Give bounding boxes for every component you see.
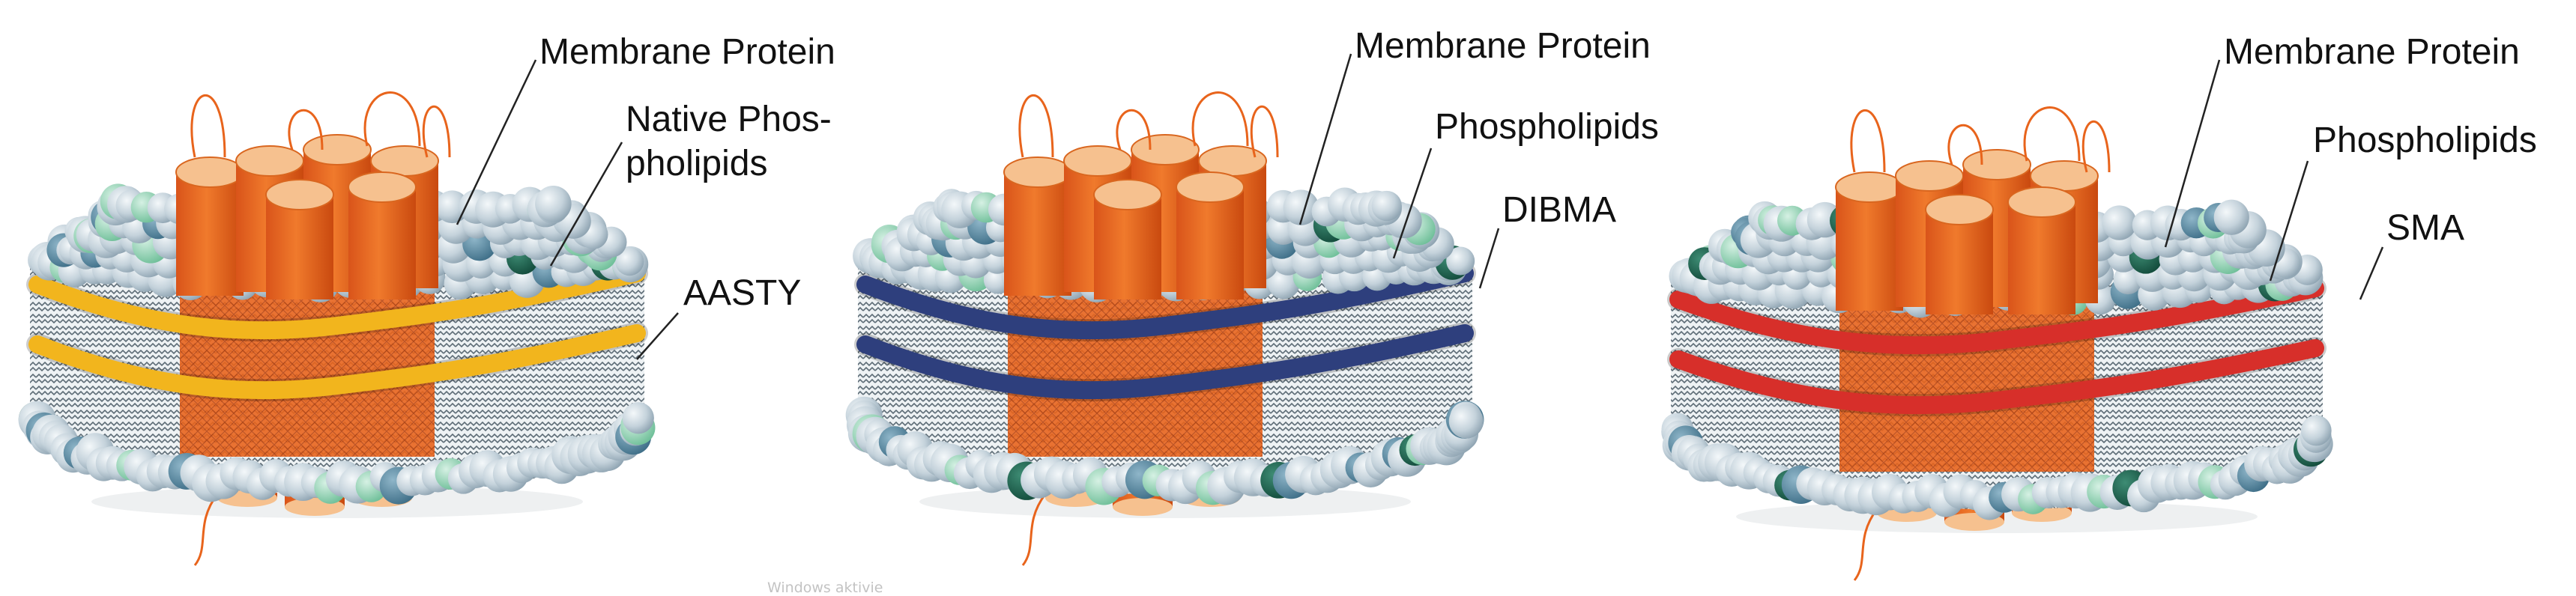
leader-line-2 (2269, 160, 2309, 282)
watermark-text: Windows aktivie (767, 580, 883, 596)
polymer-ribbon-2 (1669, 339, 2324, 415)
leader-line-2 (1392, 148, 1433, 259)
protein-loops (1018, 91, 1279, 158)
membrane-protein-helices (175, 134, 439, 299)
panel-1-label-2: Native Phos- (626, 100, 832, 139)
protein-loop-bottom (1021, 493, 1047, 566)
membrane-protein-helices (1003, 134, 1267, 299)
polymer-ribbon-1 (856, 264, 1474, 340)
panel-2-label-2: Phospholipids (1435, 107, 1659, 147)
leader-line-2 (549, 142, 623, 267)
leader-line-1 (2164, 59, 2221, 248)
leader-line-3 (636, 312, 679, 360)
polymer-ribbon-2 (28, 324, 646, 400)
panel-3-label-3: SMA (2386, 208, 2464, 248)
panel-2-label-3: DIBMA (1502, 190, 1616, 230)
panel-3-label-1: Membrane Protein (2224, 32, 2520, 72)
protein-loops (190, 91, 451, 158)
panel-1-label-1: Membrane Protein (539, 32, 835, 72)
polymer-ribbon-1 (1669, 279, 2324, 355)
leader-line-3 (1478, 228, 1500, 289)
leader-line-3 (2359, 246, 2384, 300)
panel-1-label-3: pholipids (626, 144, 767, 183)
lipid-heads-lower (1661, 413, 2333, 520)
panel-1-label-4: AASTY (683, 273, 801, 313)
leader-line-1 (456, 59, 537, 225)
polymer-ribbon-1 (28, 264, 646, 340)
lipid-heads-lower (18, 401, 656, 505)
protein-loop-bottom (1853, 508, 1878, 581)
protein-loops (1850, 106, 2111, 173)
panel-2-label-1: Membrane Protein (1355, 26, 1651, 66)
protein-loop-bottom (193, 493, 219, 566)
panel-3-label-2: Phospholipids (2313, 121, 2537, 160)
polymer-ribbon-2 (856, 324, 1474, 400)
lipid-heads-lower (845, 396, 1484, 505)
leader-line-1 (1298, 53, 1352, 225)
membrane-protein-helices (1835, 149, 2099, 314)
